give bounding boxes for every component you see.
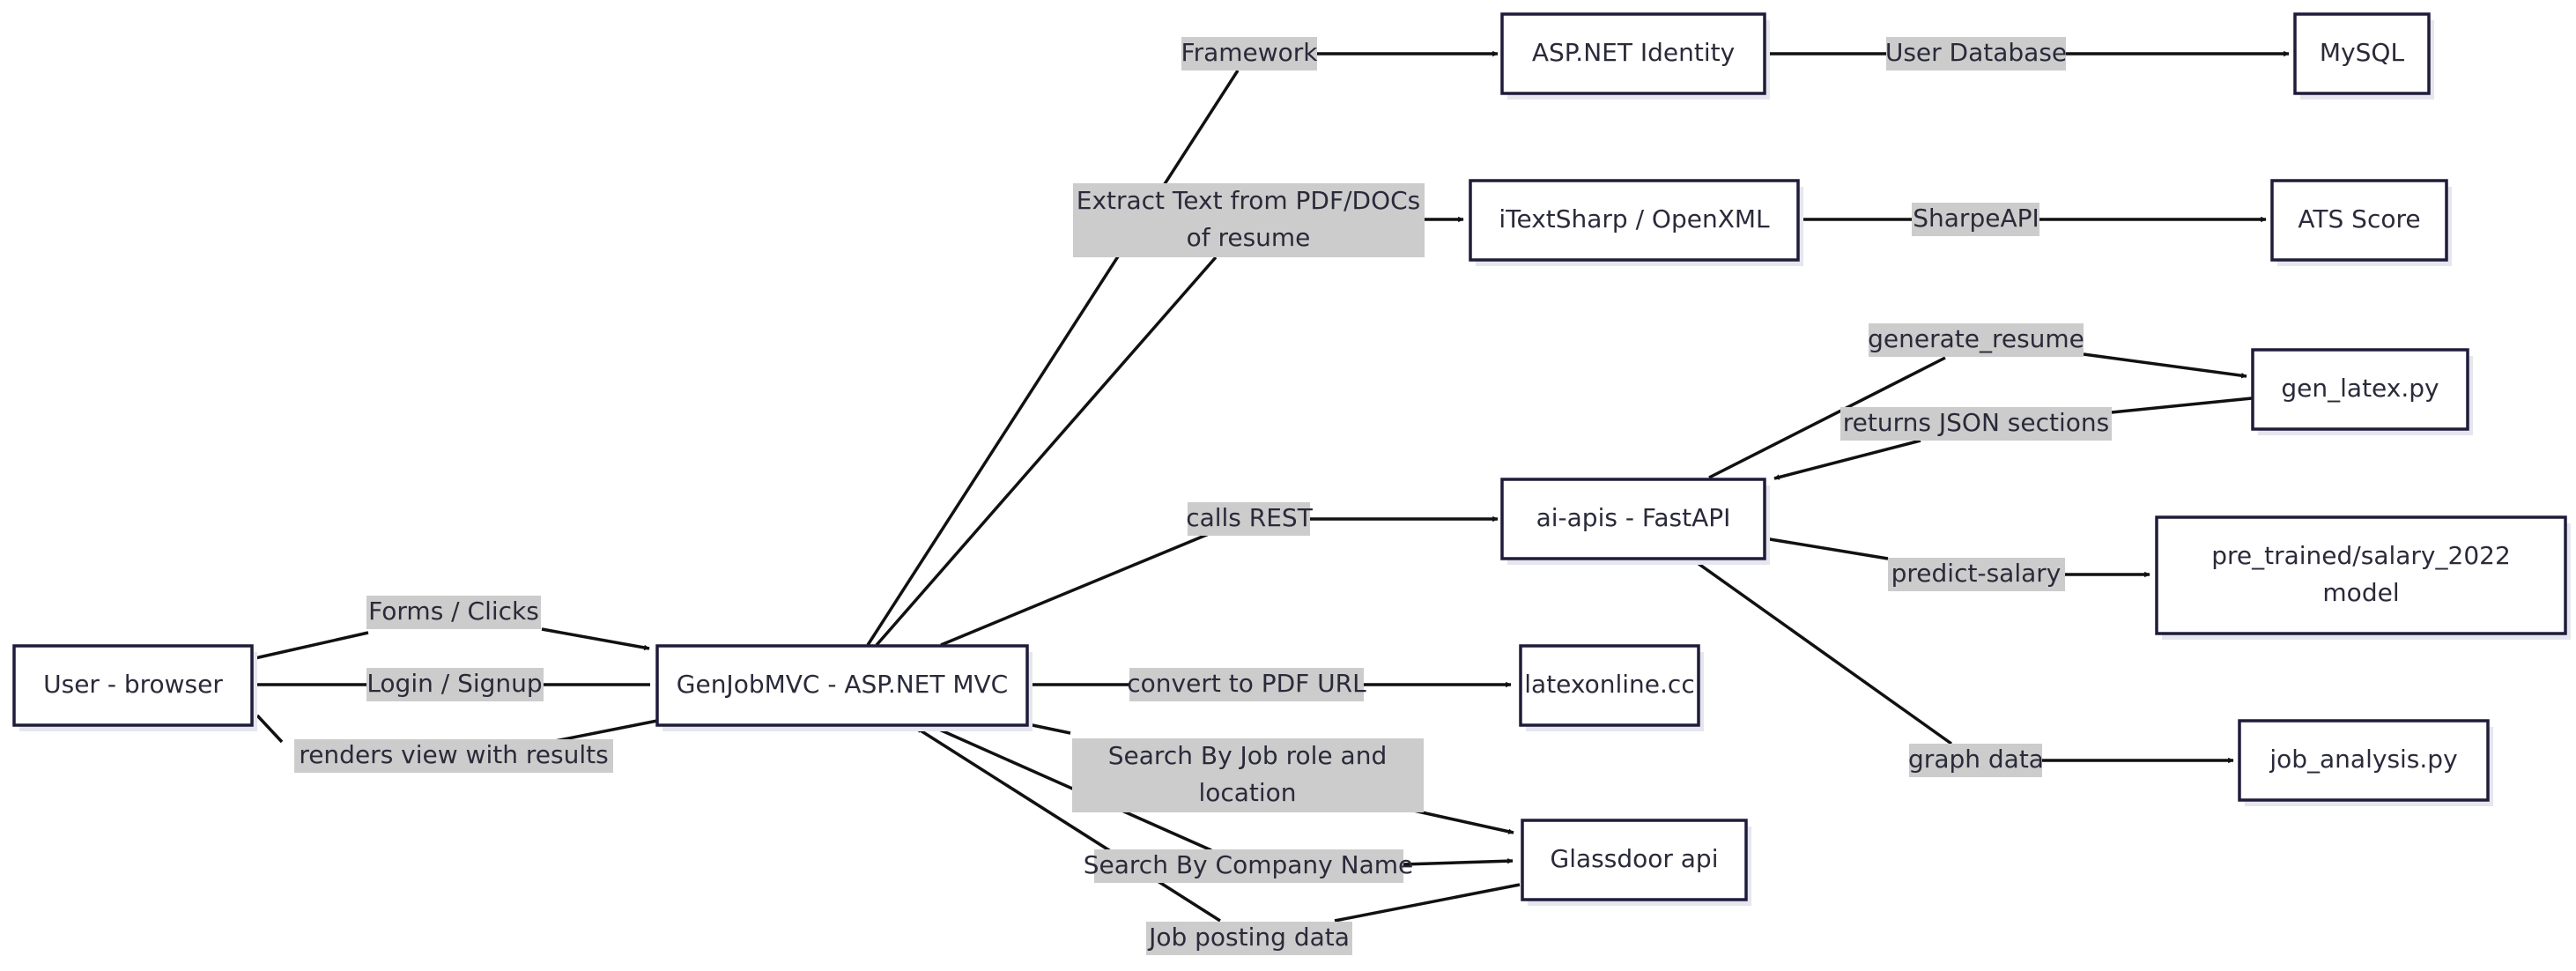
label-login-signup: Login / Signup (366, 668, 544, 701)
node-mysql[interactable]: MySQL (2293, 12, 2434, 100)
node-user-browser[interactable]: User - browser (12, 644, 257, 731)
label-forms-clicks: Forms / Clicks (366, 596, 541, 629)
svg-text:Login / Signup: Login / Signup (366, 669, 542, 698)
edge-labels: Forms / Clicks Login / Signup renders vi… (294, 37, 2112, 955)
label-calls-rest: calls REST (1186, 502, 1314, 536)
label-generate-resume: generate_resume (1868, 323, 2084, 357)
edge-search-role (1027, 723, 1514, 833)
svg-text:returns JSON sections: returns JSON sections (1843, 408, 2109, 437)
svg-text:pre_trained/salary_2022: pre_trained/salary_2022 (2211, 541, 2511, 570)
svg-text:SharpeAPI: SharpeAPI (1913, 204, 2039, 233)
edge-graph-data (1687, 555, 2233, 760)
node-ats-score[interactable]: ATS Score (2270, 179, 2452, 266)
node-salary-model[interactable]: pre_trained/salary_2022 model (2155, 515, 2571, 640)
node-latexonline[interactable]: latexonline.cc (1519, 644, 1704, 731)
svg-text:graph data: graph data (1908, 745, 2044, 774)
edge-calls-rest (940, 519, 1498, 647)
edge-job-posting (916, 728, 1521, 923)
svg-text:renders view with results: renders view with results (299, 740, 608, 769)
node-itextsharp[interactable]: iTextSharp / OpenXML (1469, 179, 1803, 266)
label-predict-salary: predict-salary (1888, 558, 2065, 591)
label-job-posting: Job posting data (1146, 922, 1352, 955)
svg-text:MySQL: MySQL (2320, 38, 2405, 67)
edges (250, 54, 2289, 923)
svg-text:Framework: Framework (1181, 38, 1319, 67)
svg-text:Glassdoor api: Glassdoor api (1551, 844, 1719, 873)
svg-text:ATS Score: ATS Score (2298, 204, 2420, 233)
svg-text:User Database: User Database (1885, 38, 2067, 67)
svg-text:generate_resume: generate_resume (1868, 324, 2084, 353)
svg-text:convert to PDF URL: convert to PDF URL (1127, 669, 1366, 698)
label-returns-json: returns JSON sections (1840, 407, 2112, 441)
edge-framework (866, 70, 1240, 646)
node-job-analysis[interactable]: job_analysis.py (2238, 719, 2493, 806)
label-framework: Framework (1181, 37, 1319, 70)
svg-text:Extract Text from PDF/DOCs: Extract Text from PDF/DOCs (1077, 186, 1421, 215)
label-user-database: User Database (1885, 37, 2067, 70)
label-graph-data: graph data (1908, 744, 2044, 777)
svg-text:Search By Company Name: Search By Company Name (1084, 850, 1414, 879)
svg-text:ASP.NET Identity: ASP.NET Identity (1532, 38, 1735, 67)
node-aspnet-identity[interactable]: ASP.NET Identity (1500, 12, 1770, 100)
svg-text:User - browser: User - browser (43, 670, 223, 699)
label-renders-view: renders view with results (294, 739, 613, 773)
svg-text:GenJobMVC - ASP.NET MVC: GenJobMVC - ASP.NET MVC (677, 670, 1008, 699)
label-extract-text: Extract Text from PDF/DOCs of resume (1073, 183, 1425, 257)
svg-text:Search By Job role and: Search By Job role and (1108, 741, 1387, 770)
edge-renders-view (255, 714, 658, 744)
label-sharpe-api: SharpeAPI (1912, 203, 2039, 236)
nodes: User - browser GenJobMVC - ASP.NET MVC A… (12, 12, 2571, 906)
svg-text:Job posting data: Job posting data (1147, 923, 1350, 952)
svg-text:latexonline.cc: latexonline.cc (1524, 670, 1694, 699)
svg-text:predict-salary: predict-salary (1891, 559, 2062, 588)
label-convert-pdf: convert to PDF URL (1127, 668, 1366, 701)
label-search-role: Search By Job role and location (1072, 738, 1424, 812)
node-gen-latex[interactable]: gen_latex.py (2251, 348, 2473, 435)
svg-text:location: location (1198, 778, 1296, 807)
edge-forms-clicks (250, 627, 649, 661)
edge-returns-json (1774, 397, 2253, 478)
svg-text:gen_latex.py: gen_latex.py (2281, 374, 2439, 403)
node-ai-apis[interactable]: ai-apis - FastAPI (1500, 478, 1770, 565)
edge-generate-resume (1708, 352, 2247, 479)
edge-search-company (929, 723, 1513, 864)
edge-predict-salary (1764, 537, 2150, 574)
svg-text:model: model (2322, 578, 2399, 607)
edge-extract-text (875, 256, 1218, 647)
node-glassdoor-api[interactable]: Glassdoor api (1521, 819, 1751, 906)
svg-text:Forms / Clicks: Forms / Clicks (368, 597, 539, 626)
svg-text:iTextSharp / OpenXML: iTextSharp / OpenXML (1499, 204, 1770, 233)
label-search-company: Search By Company Name (1084, 849, 1414, 883)
svg-text:calls REST: calls REST (1186, 503, 1314, 532)
svg-text:ai-apis - FastAPI: ai-apis - FastAPI (1536, 503, 1731, 532)
node-genjob-mvc[interactable]: GenJobMVC - ASP.NET MVC (655, 644, 1033, 731)
svg-text:of resume: of resume (1187, 223, 1311, 252)
svg-text:job_analysis.py: job_analysis.py (2269, 745, 2457, 774)
